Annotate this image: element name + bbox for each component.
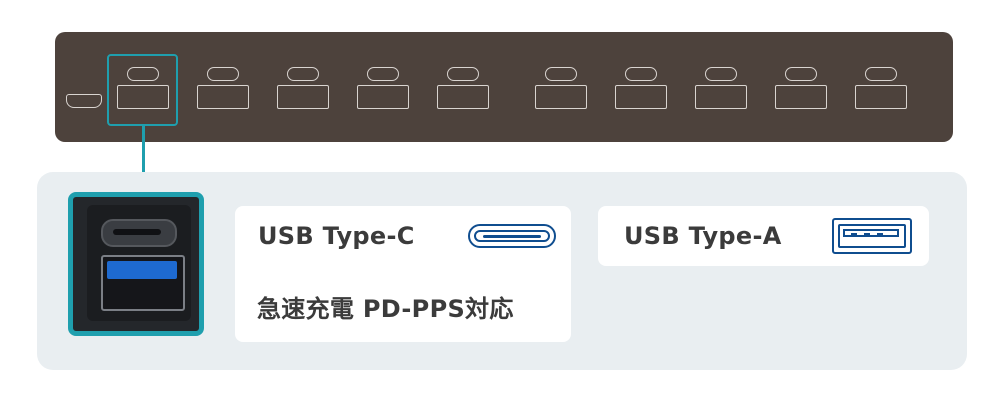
usb-c-info-card xyxy=(235,206,571,342)
usb-hub-body xyxy=(55,32,953,142)
micro-usb-port-icon xyxy=(66,94,102,108)
highlighted-port-frame xyxy=(107,54,178,126)
usb-type-c-icon xyxy=(468,224,556,248)
usb-c-socket-icon xyxy=(101,219,177,247)
usb-a-label: USB Type-A xyxy=(624,222,782,250)
usb-c-label: USB Type-C xyxy=(258,222,415,250)
fast-charge-label: 急速充電 PD-PPS対応 xyxy=(257,295,514,323)
callout-connector-line xyxy=(142,126,145,194)
port-closeup-photo xyxy=(68,192,204,336)
usb-a-socket-icon xyxy=(101,255,185,311)
usb-type-a-icon xyxy=(832,218,912,254)
